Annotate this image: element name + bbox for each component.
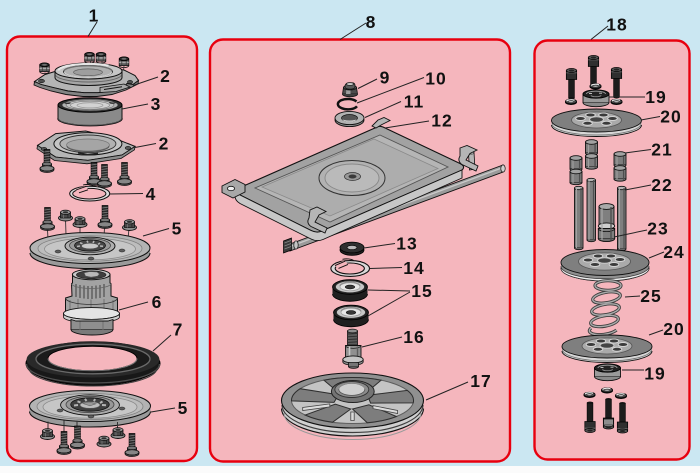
svg-text:3: 3: [151, 94, 162, 114]
svg-text:5: 5: [178, 398, 189, 418]
svg-text:10: 10: [425, 69, 446, 89]
svg-text:5: 5: [172, 219, 183, 239]
svg-text:13: 13: [396, 234, 417, 254]
svg-text:20: 20: [663, 319, 684, 339]
svg-text:24: 24: [663, 242, 684, 262]
svg-text:1: 1: [89, 6, 100, 26]
svg-text:8: 8: [366, 12, 377, 32]
svg-text:6: 6: [152, 292, 163, 312]
svg-text:19: 19: [645, 87, 666, 107]
svg-text:16: 16: [403, 327, 424, 347]
svg-text:15: 15: [411, 281, 432, 301]
svg-text:23: 23: [647, 219, 668, 239]
svg-text:9: 9: [380, 68, 391, 88]
svg-text:22: 22: [651, 175, 672, 195]
svg-text:25: 25: [640, 286, 661, 306]
svg-text:21: 21: [651, 140, 672, 160]
svg-text:7: 7: [173, 320, 184, 340]
svg-text:14: 14: [403, 258, 424, 278]
svg-text:11: 11: [404, 92, 425, 112]
svg-text:20: 20: [660, 107, 681, 127]
svg-text:12: 12: [431, 111, 452, 131]
svg-text:2: 2: [160, 66, 171, 86]
svg-text:19: 19: [644, 364, 665, 384]
svg-text:17: 17: [470, 371, 491, 391]
svg-text:4: 4: [146, 184, 157, 204]
svg-text:2: 2: [159, 134, 170, 154]
svg-text:18: 18: [606, 15, 627, 35]
